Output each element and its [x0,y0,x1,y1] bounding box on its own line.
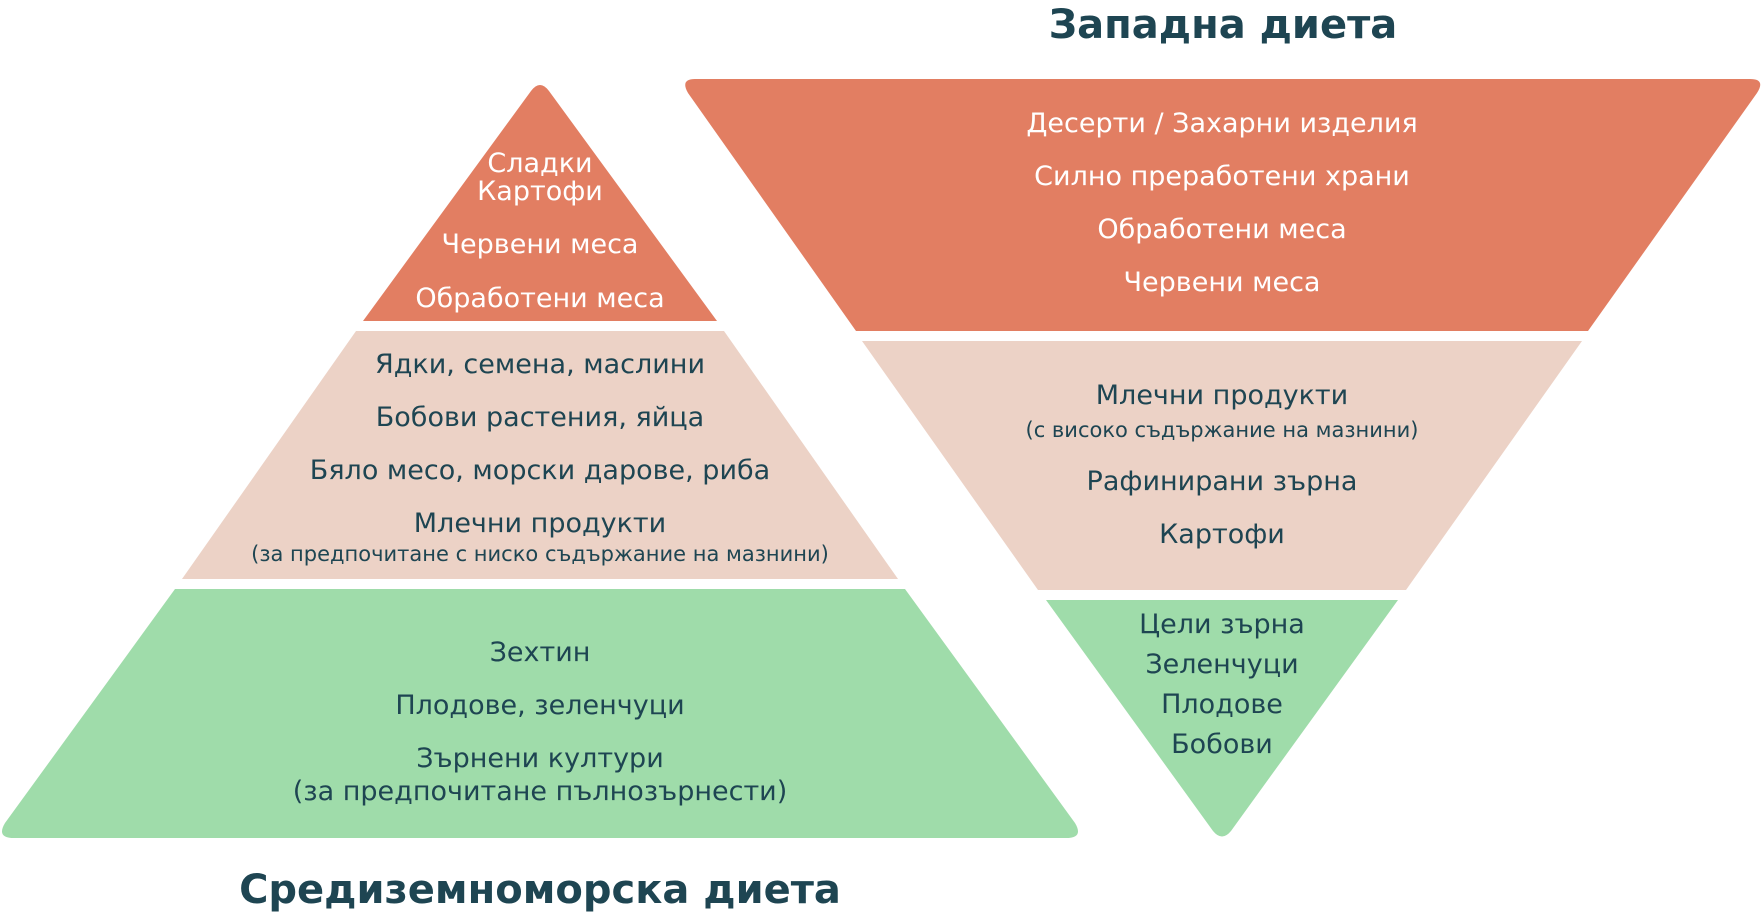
mediterranean-top-item: Сладки [487,148,592,179]
mediterranean-top-item: Картофи [477,176,603,207]
western-middle-note: (с високо съдържание на мазнини) [1026,418,1419,442]
mediterranean-middle-note: (за предпочитане с ниско съдържание на м… [251,542,829,566]
western-top-item: Червени меса [1124,267,1321,298]
western-middle-item: Млечни продукти [1096,380,1348,411]
mediterranean-bottom-item: Зехтин [490,637,591,668]
western-middle-tier [862,341,1582,590]
western-bottom-item: Плодове [1161,689,1283,720]
mediterranean-bottom-item: Плодове, зеленчуци [395,690,684,721]
mediterranean-middle-item: Бяло месо, морски дарове, риба [310,455,770,486]
mediterranean-middle-tier [182,331,898,579]
mediterranean-bottom-item: (за предпочитане пълнозърнести) [293,776,788,807]
mediterranean-top-tier [363,85,717,321]
western-diet-title: Западна диета [1049,2,1398,48]
western-bottom-item: Бобови [1171,729,1273,760]
western-middle-item: Рафинирани зърна [1087,466,1358,497]
western-top-tier [685,79,1761,331]
mediterranean-middle-item: Ядки, семена, маслини [375,349,705,380]
western-top-item: Обработени меса [1097,214,1346,245]
mediterranean-middle-item: Бобови растения, яйца [376,402,704,433]
mediterranean-diet-title: Средиземноморска диета [239,867,841,913]
mediterranean-top-item: Обработени меса [415,283,664,314]
western-middle-item: Картофи [1159,519,1285,550]
western-top-item: Силно преработени храни [1034,161,1410,192]
western-bottom-item: Зеленчуци [1145,649,1298,680]
mediterranean-top-item: Червени меса [442,229,639,260]
mediterranean-bottom-item: Зърнени култури [416,743,664,774]
mediterranean-middle-item: Млечни продукти [414,508,666,539]
western-bottom-item: Цели зърна [1139,609,1305,640]
western-top-item: Десерти / Захарни изделия [1026,108,1417,139]
western-bottom-tier [1046,600,1398,837]
mediterranean-bottom-tier [2,589,1078,838]
